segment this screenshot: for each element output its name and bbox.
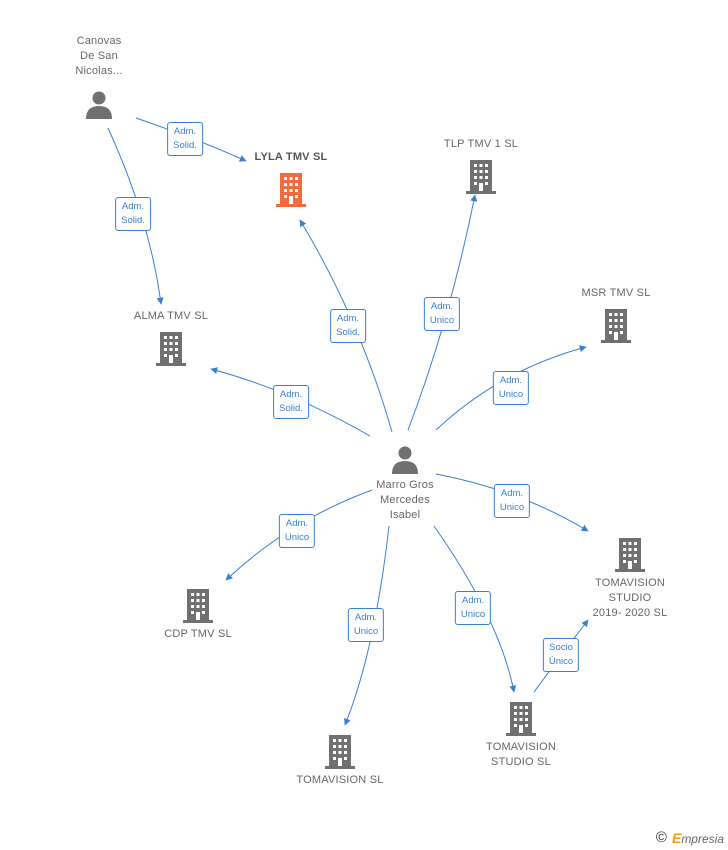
brand-initial: E <box>671 829 682 846</box>
edge-label-e7[interactable]: Adm. Unico <box>493 484 531 518</box>
edge-label-e11[interactable]: Socio Único <box>542 638 580 672</box>
node-tomastudio2019[interactable]: TOMAVISION STUDIO 2019- 2020 SL <box>570 536 690 621</box>
node-label: Marro Gros Mercedes Isabel <box>376 479 434 521</box>
node-label: TOMAVISION STUDIO 2019- 2020 SL <box>592 577 668 619</box>
node-tomastudio[interactable]: TOMAVISION STUDIO SL <box>461 700 581 770</box>
edge-label-e2[interactable]: Adm. Solid. <box>115 197 151 231</box>
node-tlp[interactable]: TLP TMV 1 SL <box>421 137 541 194</box>
building-icon <box>276 173 306 207</box>
node-msr[interactable]: MSR TMV SL <box>556 286 676 343</box>
edge-label-e5[interactable]: Adm. Unico <box>492 371 530 405</box>
building-icon <box>156 332 186 366</box>
brand-watermark: © Empresia <box>656 829 724 846</box>
edge-label-e1[interactable]: Adm. Solid. <box>167 122 203 156</box>
node-label: CDP TMV SL <box>164 628 232 640</box>
building-icon <box>466 160 496 194</box>
building-icon <box>506 702 536 736</box>
node-label: TOMAVISION SL <box>296 774 384 786</box>
edge-label-e4[interactable]: Adm. Unico <box>423 297 461 331</box>
node-alma[interactable]: ALMA TMV SL <box>111 309 231 366</box>
node-label: ALMA TMV SL <box>133 310 209 322</box>
building-icon <box>601 309 631 343</box>
node-label: LYLA TMV SL <box>254 151 328 163</box>
building-icon <box>325 735 355 769</box>
node-label: TLP TMV 1 SL <box>443 138 519 150</box>
node-marro[interactable]: Marro Gros Mercedes Isabel <box>351 444 459 523</box>
node-canovas[interactable]: Canovas De San Nicolas... <box>49 34 149 119</box>
node-cdp[interactable]: CDP TMV SL <box>138 587 258 642</box>
node-label: TOMAVISION STUDIO SL <box>485 741 557 768</box>
edge-label-e8[interactable]: Adm. Unico <box>278 514 316 548</box>
node-label: MSR TMV SL <box>581 287 651 299</box>
copyright-symbol: © <box>655 829 667 846</box>
node-label: Canovas De San Nicolas... <box>75 35 123 77</box>
node-lyla[interactable]: LYLA TMV SL <box>231 150 351 207</box>
building-icon <box>183 589 213 623</box>
brand-name: mpresia <box>681 831 724 846</box>
brand-logo: Empresia <box>672 830 724 846</box>
node-tomavision[interactable]: TOMAVISION SL <box>280 733 400 788</box>
person-icon <box>392 446 418 474</box>
edge-label-e9[interactable]: Adm. Unico <box>347 608 385 642</box>
edge-label-e10[interactable]: Adm. Unico <box>454 591 492 625</box>
edge-label-e3[interactable]: Adm. Solid. <box>330 309 366 343</box>
edge-label-e6[interactable]: Adm. Solid. <box>273 385 309 419</box>
building-icon <box>615 538 645 572</box>
person-icon <box>86 91 112 119</box>
